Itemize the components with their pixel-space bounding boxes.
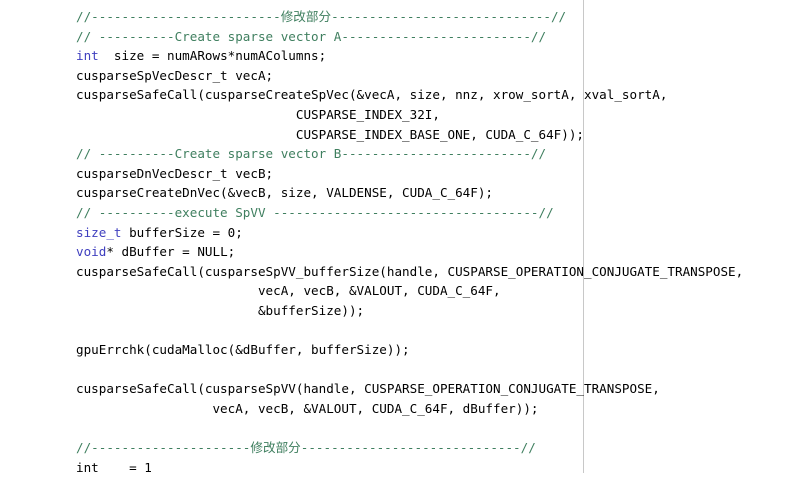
code-token-plain: bufferSize = 0; (121, 224, 243, 240)
code-token-plain: vecA, vecB, &VALOUT, CUDA_C_64F, (76, 283, 501, 299)
code-token-comment: //-------------------------修改部分---------… (76, 9, 567, 24)
code-token-plain: cusparseSafeCall(cusparseCreateSpVec(&ve… (76, 87, 668, 103)
code-line[interactable]: //---------------------修改部分-------------… (76, 438, 809, 458)
code-token-plain: * dBuffer = NULL; (106, 244, 236, 260)
code-token-plain: CUSPARSE_INDEX_BASE_ONE, CUDA_C_64F)); (76, 126, 584, 142)
code-line[interactable]: //-------------------------修改部分---------… (76, 7, 809, 27)
code-token-plain: cusparseDnVecDescr_t vecB; (76, 165, 274, 181)
code-token-plain: vecA, vecB, &VALOUT, CUDA_C_64F, dBuffer… (76, 400, 539, 416)
code-token-comment: //---------------------修改部分-------------… (76, 440, 536, 456)
code-token-comment: // ----------Create sparse vector B-----… (76, 146, 547, 162)
code-line[interactable]: cusparseSafeCall(cusparseSpVV(handle, CU… (76, 379, 809, 399)
code-token-plain: gpuErrchk(cudaMalloc(&dBuffer, bufferSiz… (76, 342, 410, 358)
code-line[interactable]: cusparseSafeCall(cusparseCreateSpVec(&ve… (76, 85, 809, 105)
code-line[interactable]: // ----------Create sparse vector B-----… (76, 144, 809, 164)
code-token-comment: // ----------execute SpVV --------------… (76, 204, 554, 220)
code-token-keyword: int (76, 48, 99, 64)
code-token-plain: int = 1 (76, 459, 152, 475)
print-margin-guide-line (583, 0, 584, 473)
code-line[interactable]: cusparseSafeCall(cusparseSpVV_bufferSize… (76, 262, 809, 282)
code-line[interactable] (76, 321, 809, 341)
code-line[interactable]: vecA, vecB, &VALOUT, CUDA_C_64F, (76, 281, 809, 301)
code-line[interactable]: gpuErrchk(cudaMalloc(&dBuffer, bufferSiz… (76, 340, 809, 360)
code-line[interactable]: &bufferSize)); (76, 301, 809, 321)
code-token-blank (76, 362, 84, 377)
code-token-plain: size = numARows*numAColumns; (98, 48, 327, 64)
code-line[interactable] (76, 360, 809, 380)
code-line[interactable]: // ----------Create sparse vector A-----… (76, 27, 809, 47)
code-token-plain: cusparseSafeCall(cusparseSpVV(handle, CU… (76, 381, 660, 397)
code-line[interactable] (76, 418, 809, 438)
code-token-plain: cusparseSpVecDescr_t vecA; (76, 67, 274, 83)
code-token-keyword: void (76, 244, 107, 260)
code-line[interactable]: cusparseDnVecDescr_t vecB; (76, 164, 809, 184)
code-token-plain: cusparseCreateDnVec(&vecB, size, VALDENS… (76, 185, 494, 201)
code-line[interactable]: CUSPARSE_INDEX_32I, (76, 105, 809, 125)
code-token-plain: CUSPARSE_INDEX_32I, (76, 106, 440, 122)
code-line[interactable]: int size = numARows*numAColumns; (76, 46, 809, 66)
code-line[interactable]: cusparseCreateDnVec(&vecB, size, VALDENS… (76, 183, 809, 203)
code-token-blank (76, 323, 84, 338)
code-line[interactable]: void* dBuffer = NULL; (76, 242, 809, 262)
code-token-keyword: size_t (76, 224, 122, 240)
code-line[interactable]: // ----------execute SpVV --------------… (76, 203, 809, 223)
code-line[interactable]: CUSPARSE_INDEX_BASE_ONE, CUDA_C_64F)); (76, 125, 809, 145)
code-token-blank (76, 420, 84, 435)
code-token-comment: // ----------Create sparse vector A-----… (76, 28, 547, 44)
code-line[interactable]: vecA, vecB, &VALOUT, CUDA_C_64F, dBuffer… (76, 399, 809, 419)
code-line[interactable]: int = 1 (76, 458, 809, 477)
code-token-plain: &bufferSize)); (76, 302, 365, 318)
code-line[interactable]: size_t bufferSize = 0; (76, 223, 809, 243)
code-token-plain: cusparseSafeCall(cusparseSpVV_bufferSize… (76, 263, 744, 279)
code-line[interactable]: cusparseSpVecDescr_t vecA; (76, 66, 809, 86)
